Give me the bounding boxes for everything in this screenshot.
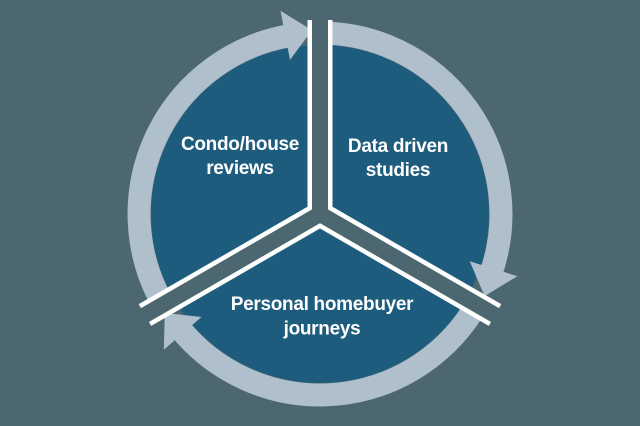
- arrowhead-lower-left-icon: [163, 312, 202, 350]
- ring-arc-right-segment: [319, 21, 513, 277]
- ring-arc-left-segment: [127, 24, 291, 311]
- segment-label-personal-homebuyer-line1: Personal homebuyer: [231, 294, 414, 315]
- segment-label-personal-homebuyer-line2: journeys: [283, 319, 361, 340]
- arrowhead-top-icon: [280, 10, 312, 60]
- segment-label-data-driven-line1: Data driven: [348, 136, 448, 157]
- divider-channel-lower-right: [316, 207, 511, 329]
- ring-arc-bottom-segment: [171, 298, 487, 407]
- segment-label-condo-house-line2: reviews: [206, 158, 274, 179]
- arrowhead-lower-right-icon: [469, 261, 518, 297]
- divider-channel-lower-left: [129, 207, 324, 329]
- segment-label-condo-house-line1: Condo/house: [181, 134, 299, 155]
- segment-label-data-driven-line2: studies: [366, 160, 430, 181]
